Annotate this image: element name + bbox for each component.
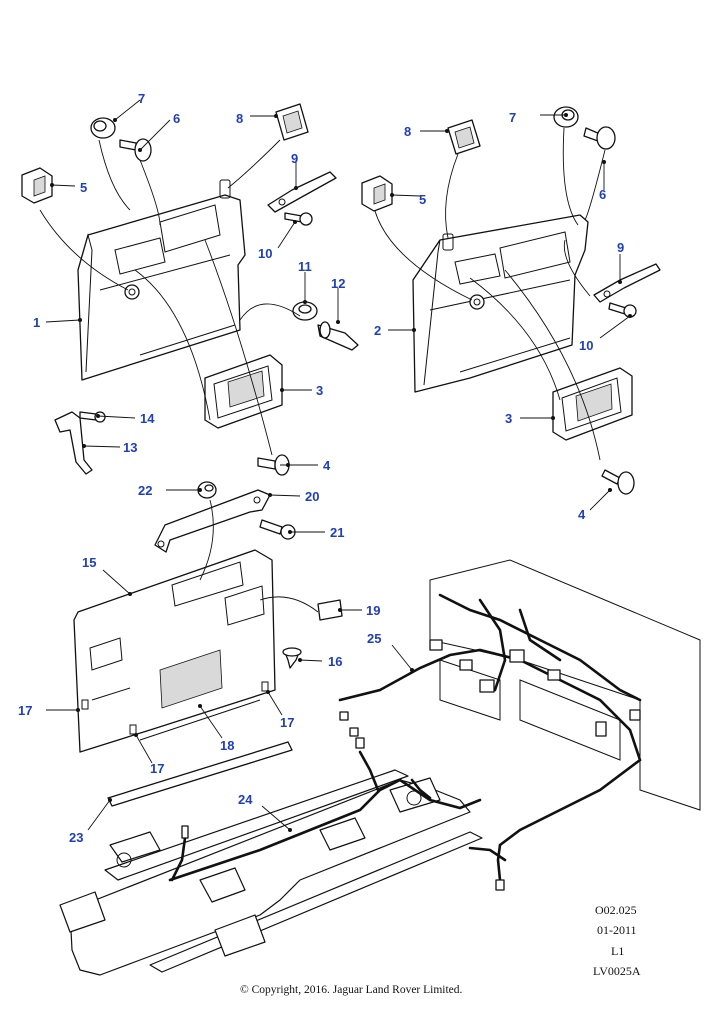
tailgate-trim-panel (73, 549, 276, 753)
dash-bulkhead (429, 559, 701, 811)
screw-10-right (608, 302, 637, 318)
screw-21 (259, 519, 296, 540)
screw-10-left (284, 212, 313, 226)
callout-13: 13 (123, 440, 137, 455)
callout-4-left: 4 (323, 458, 331, 473)
callout-1: 1 (33, 315, 40, 330)
grab-handle-20 (154, 489, 271, 553)
stud-12 (317, 321, 359, 351)
callout-25: 25 (367, 631, 381, 646)
callout-8-left: 8 (236, 111, 243, 126)
callout-16: 16 (328, 654, 342, 669)
bezel-3-right (552, 367, 633, 441)
reference-illustration-id: LV0025A (593, 964, 641, 978)
bezel-3-left (204, 354, 283, 429)
callout-labels: 1 2 3 3 4 4 5 5 6 6 7 7 8 8 9 9 10 10 11… (18, 91, 624, 845)
callout-4-right: 4 (578, 507, 586, 522)
bracket-9-left (267, 171, 337, 213)
grommet-11 (292, 301, 318, 321)
reference-date: 01-2011 (597, 923, 637, 937)
chassis-harness-24 (168, 737, 482, 882)
callout-5-right: 5 (419, 192, 426, 207)
callout-2: 2 (374, 323, 381, 338)
screw-6-left (119, 138, 152, 162)
callout-20: 20 (305, 489, 319, 504)
callout-11: 11 (298, 259, 312, 274)
grommet-7-left (90, 117, 116, 139)
callout-10-right: 10 (579, 338, 593, 353)
callout-17-bottom: 17 (150, 761, 164, 776)
callout-17-left: 17 (18, 703, 32, 718)
copyright-notice: © Copyright, 2016. Jaguar Land Rover Lim… (240, 984, 463, 996)
screw-14 (79, 411, 106, 423)
callout-17-right: 17 (280, 715, 294, 730)
callout-23: 23 (69, 830, 83, 845)
door-trim-panel-left (77, 179, 246, 381)
seal-strip-23 (107, 741, 293, 807)
callout-21: 21 (330, 525, 344, 540)
clip-5-left (21, 167, 53, 204)
push-clip-16 (282, 647, 302, 669)
reference-block: O02.025 01-2011 L1 LV0025A (593, 903, 641, 978)
callout-dots (50, 113, 632, 832)
callout-24: 24 (238, 792, 253, 807)
callout-12: 12 (331, 276, 345, 291)
callout-10-left: 10 (258, 246, 272, 261)
escutcheon-8-left (275, 103, 309, 141)
clip-5-right (361, 175, 393, 212)
callout-22: 22 (138, 483, 152, 498)
callout-15: 15 (82, 555, 96, 570)
callout-9-left: 9 (291, 151, 298, 166)
callout-5-left: 5 (80, 180, 87, 195)
leader-lines (39, 99, 631, 831)
callout-19: 19 (366, 603, 380, 618)
clip-13 (54, 411, 93, 475)
callout-7-right: 7 (509, 110, 516, 125)
callout-3-right: 3 (505, 411, 512, 426)
chassis-frame (59, 769, 483, 976)
screw-6-right (583, 126, 616, 150)
reference-code: O02.025 (595, 903, 637, 917)
callout-8-right: 8 (404, 124, 411, 139)
grommet-22 (197, 481, 217, 499)
callout-9-right: 9 (617, 240, 624, 255)
callout-3-left: 3 (316, 383, 323, 398)
callout-7-left: 7 (138, 91, 145, 106)
callout-6-right: 6 (599, 187, 606, 202)
pad-19 (317, 599, 343, 621)
bracket-9-right (593, 263, 661, 303)
screw-4-right (601, 469, 635, 495)
escutcheon-8-right (447, 119, 481, 155)
callout-18: 18 (220, 738, 234, 753)
main-harness-25 (338, 593, 642, 891)
callout-6-left: 6 (173, 111, 180, 126)
callout-14: 14 (140, 411, 155, 426)
reference-level: L1 (611, 944, 624, 958)
